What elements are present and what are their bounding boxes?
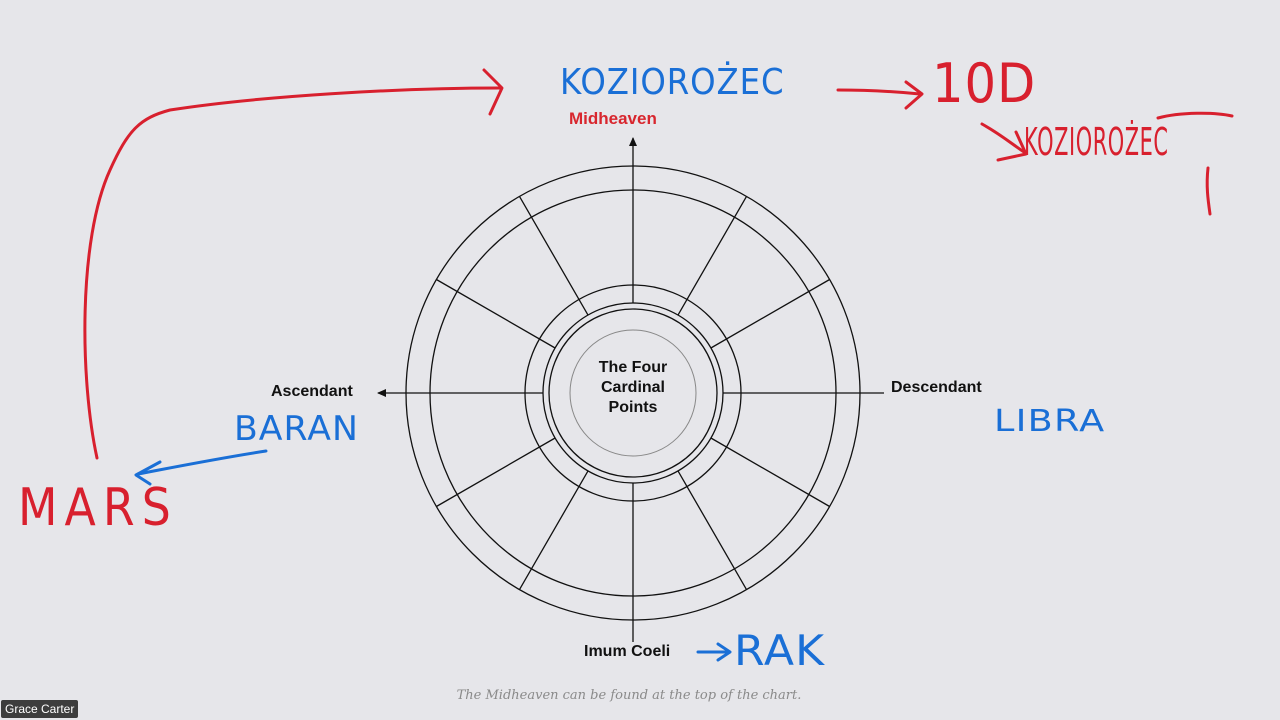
house-cusp-line xyxy=(518,470,589,590)
mars-to-midheaven-arrowhead xyxy=(482,68,504,116)
house-cusp-line xyxy=(436,278,556,349)
house-cusp-line xyxy=(677,196,748,316)
baran-to-mars-arrow xyxy=(136,449,268,476)
baran-to-mars-arrowhead xyxy=(134,460,162,486)
sign-to-house-arrowhead xyxy=(904,80,924,110)
house-to-sign-arrow xyxy=(980,122,1026,154)
house-cusp-line xyxy=(677,470,748,590)
annotation-top-sign: KOZIOROŻEC xyxy=(560,62,785,103)
house-cusp-line xyxy=(518,196,589,316)
annotation-left-sign: BARAN xyxy=(234,409,359,449)
house-cusp-line xyxy=(710,278,830,349)
cardinal-axes xyxy=(377,137,884,642)
center-title: The Four Cardinal Points xyxy=(573,358,693,418)
house-cusp-lines xyxy=(406,166,860,620)
imum-coeli-to-rak-arrowhead xyxy=(716,642,732,662)
mars-to-midheaven-arrow xyxy=(83,86,502,460)
center-inner-circle xyxy=(569,329,697,457)
annotation-left-planet: MARS xyxy=(18,478,178,538)
center-circle xyxy=(548,308,718,478)
house-cusp-line xyxy=(710,437,830,508)
imum-coeli-label: Imum Coeli xyxy=(584,643,671,660)
house-to-sign-arrowhead xyxy=(996,130,1028,162)
ascendant-label: Ascendant xyxy=(271,383,353,400)
descendant-label: Descendant xyxy=(891,379,982,396)
annotation-right-sign: LIBRA xyxy=(994,404,1106,439)
ogonek-scribble xyxy=(1205,166,1212,216)
midheaven-label: Midheaven xyxy=(569,109,657,128)
center-title-line-2: Cardinal xyxy=(600,379,665,396)
underline-scribble xyxy=(1156,111,1234,120)
house-cusp-line xyxy=(436,437,556,508)
annotation-top-house: 10D xyxy=(932,52,1037,115)
center-title-line-1: The Four xyxy=(598,359,668,376)
sign-to-house-arrow xyxy=(836,88,922,96)
slide-caption: The Midheaven can be found at the top of… xyxy=(456,688,802,703)
center-title-line-3: Points xyxy=(608,399,658,416)
annotation-top-right-sign: KOZIOROŻEC xyxy=(1024,120,1169,164)
annotation-bottom-sign: RAK xyxy=(734,626,826,675)
participant-name-tag: Grace Carter xyxy=(1,700,79,718)
